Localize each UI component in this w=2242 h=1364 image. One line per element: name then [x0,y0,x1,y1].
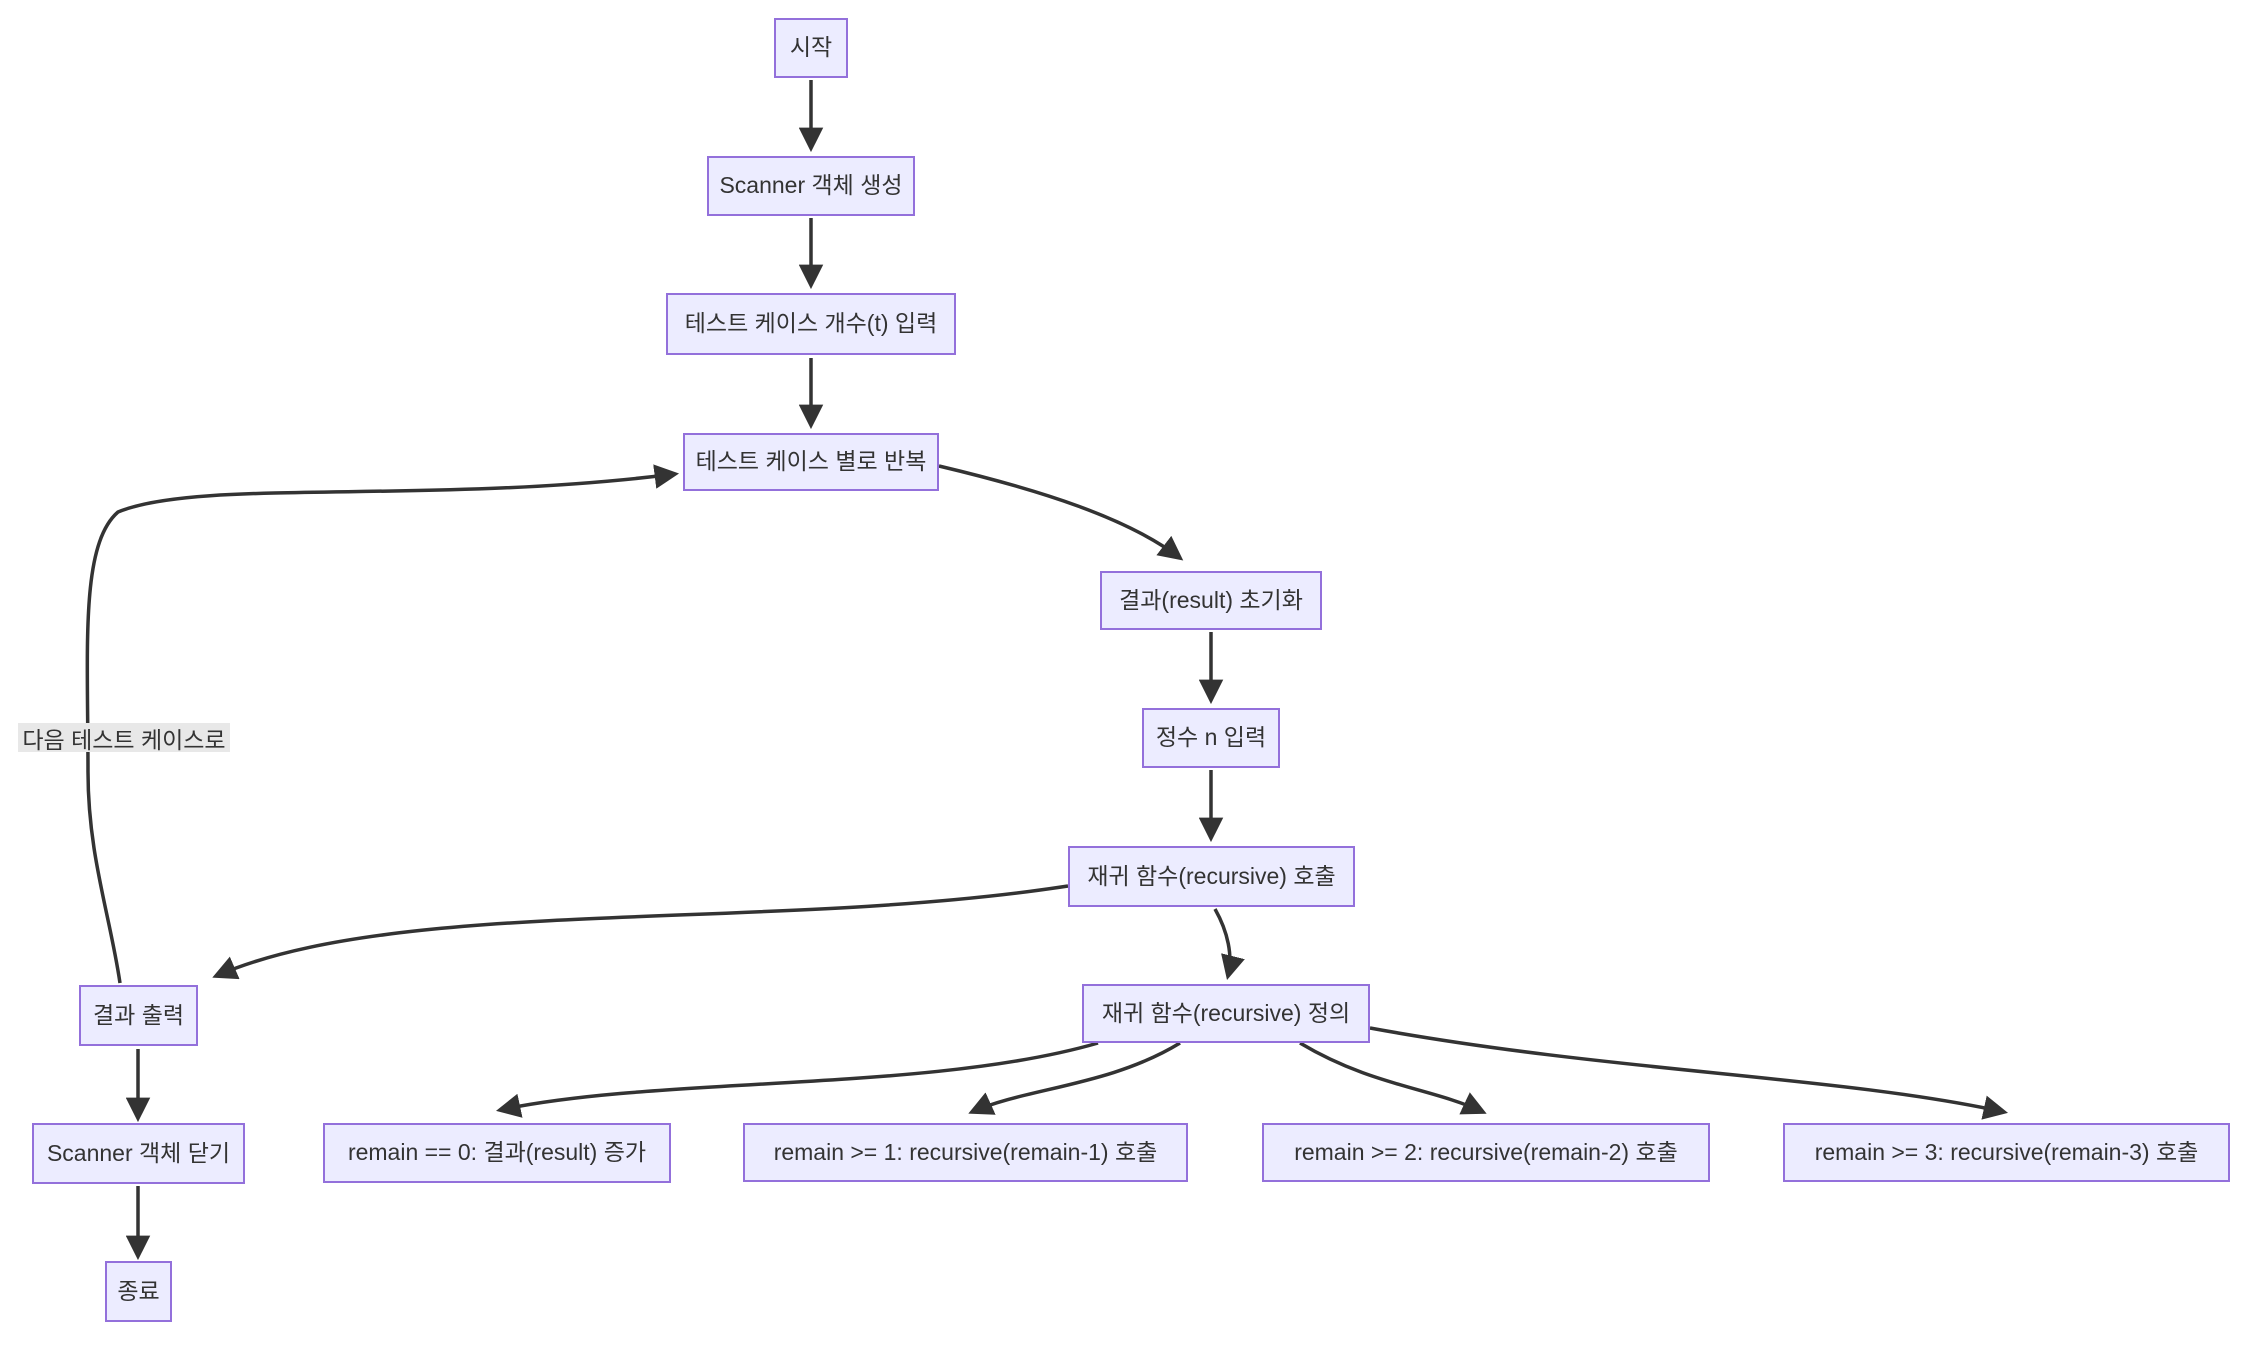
edge-call-recursive-to-define-recursive [1213,908,1245,980]
edge-loop-to-init-result [938,464,1184,561]
node-start: 시작 [774,18,848,78]
node-branch-3: remain >= 3: recursive(remain-3) 호출 [1783,1123,2230,1182]
edge-define-recursive-to-branch-1 [968,1041,1181,1115]
node-define-recursive: 재귀 함수(recursive) 정의 [1082,984,1370,1043]
edge-define-recursive-to-branch-3 [1369,1026,2008,1120]
node-init-result: 결과(result) 초기화 [1100,571,1322,630]
node-branch-1: remain >= 1: recursive(remain-1) 호출 [743,1123,1188,1182]
edge-label-next-test-case: 다음 테스트 케이스로 [18,723,230,753]
node-call-recursive: 재귀 함수(recursive) 호출 [1068,846,1355,907]
node-branch-2: remain >= 2: recursive(remain-2) 호출 [1262,1123,1710,1182]
node-input-n: 정수 n 입력 [1142,708,1280,768]
node-input-t: 테스트 케이스 개수(t) 입력 [666,293,956,355]
node-scanner-create: Scanner 객체 생성 [707,156,915,216]
node-branch-0: remain == 0: 결과(result) 증가 [323,1123,671,1183]
node-output-result: 결과 출력 [79,985,198,1046]
edge-define-recursive-to-branch-2 [1299,1041,1487,1115]
node-end: 종료 [105,1261,172,1322]
node-scanner-close: Scanner 객체 닫기 [32,1123,245,1184]
edge-call-recursive-to-output-result [212,884,1069,980]
edge-output-result-to-loop [85,464,680,984]
edge-define-recursive-to-branch-0 [496,1041,1099,1118]
node-loop: 테스트 케이스 별로 반복 [683,433,939,491]
